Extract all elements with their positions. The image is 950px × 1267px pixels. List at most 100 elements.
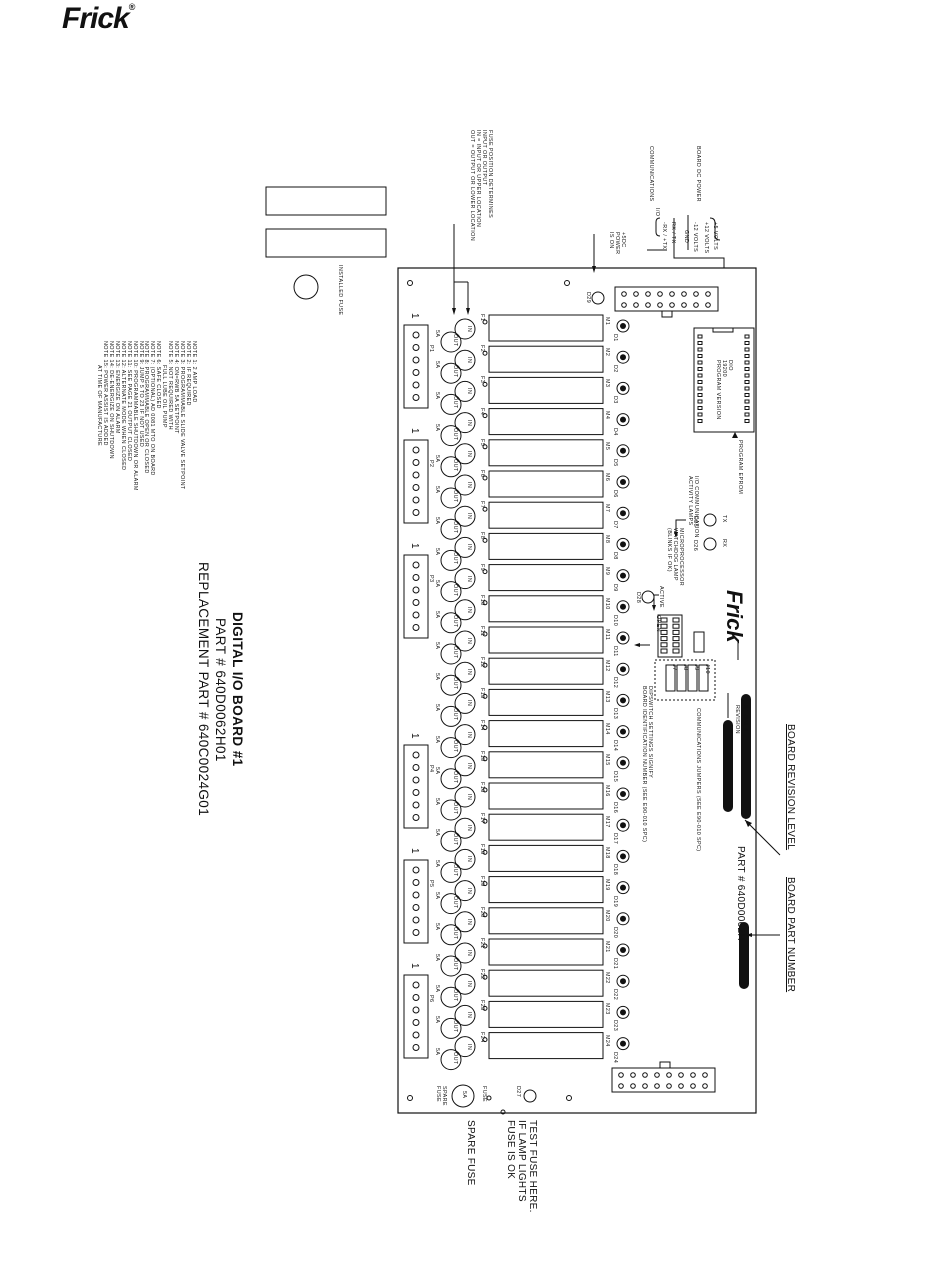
relay-module	[488, 408, 604, 436]
fuse-holder-out	[440, 331, 462, 353]
fuse-test-point	[482, 413, 488, 419]
relay-module	[488, 626, 604, 654]
status-led	[616, 787, 630, 801]
terminal-pin-one: 1	[409, 313, 420, 319]
out-label: OUT	[452, 521, 458, 534]
led-label: D7	[612, 521, 618, 529]
relay-module	[488, 532, 604, 560]
status-led	[616, 1037, 630, 1051]
module-label: M15	[604, 753, 610, 766]
fuse-holder-out	[440, 830, 462, 852]
eprom-pin	[697, 380, 703, 384]
fuse-holder-out	[440, 768, 462, 790]
note-line: NOTE 7: (OPTIONAL) AD 0081 MTO ON BOARD	[149, 341, 156, 476]
fuse-holder-out	[440, 674, 462, 696]
minus12-label: -12 VOLTS	[692, 222, 698, 253]
status-led-core	[620, 791, 626, 797]
eprom-pin	[697, 412, 703, 417]
out-label: OUT	[452, 490, 458, 503]
terminal-screw	[412, 916, 420, 924]
fuse-label: F22	[479, 969, 485, 980]
out-label: OUT	[452, 1051, 458, 1065]
jumper-j7-label: J7	[671, 664, 677, 671]
module-label: M17	[604, 816, 610, 828]
terminal-label: P1	[428, 345, 434, 353]
status-led	[616, 756, 630, 770]
fuse-label: F23	[479, 1000, 485, 1011]
fuse-label: F18	[479, 844, 485, 855]
connector-pin	[633, 291, 639, 297]
amp-label: 5A	[434, 330, 440, 338]
relay-module	[488, 314, 604, 342]
connector-pin	[666, 1072, 672, 1078]
power-on-label: +5DC POWER IS ON	[608, 232, 626, 255]
d29-label: D29	[585, 292, 591, 304]
spare-fuse-amp: 5A	[461, 1091, 467, 1099]
rx-tx-plus-label: -RX / +TX	[661, 222, 667, 250]
led-label: D4	[612, 427, 618, 436]
status-led-core	[620, 385, 626, 392]
connector-pin	[669, 291, 675, 297]
terminal-pin-one: 1	[409, 428, 420, 434]
out-label: OUT	[452, 365, 458, 378]
module-label: M8	[604, 535, 610, 544]
module-label: M5	[604, 441, 610, 451]
led-label: D6	[612, 490, 618, 498]
connector-pin	[678, 1072, 684, 1078]
revision-label: REVISION	[734, 705, 740, 734]
fuse-label: F15	[479, 750, 485, 762]
led-label: D24	[612, 1051, 618, 1063]
terminal-pin-one: 1	[409, 733, 420, 739]
jumper-j8-label: J8	[682, 664, 688, 671]
connector-pin	[702, 1083, 708, 1089]
terminal-block	[403, 324, 429, 409]
led-label: D11	[612, 646, 618, 657]
terminal-label: P3	[428, 575, 434, 583]
status-led-core	[620, 447, 626, 454]
fuse-label: FUSE	[481, 1086, 487, 1102]
installed-fuse-label: INSTALLED FUSE	[337, 265, 343, 316]
dip-switch-element	[660, 636, 668, 642]
module-label: M20	[604, 909, 610, 922]
amp-label: 5A	[434, 985, 440, 993]
serial-bar	[741, 694, 751, 819]
fuse-label: F24	[479, 1031, 485, 1043]
out-label: OUT	[452, 334, 458, 347]
led-label: D19	[612, 895, 618, 907]
spare-fuse-note: SPARE FUSE	[465, 1120, 476, 1186]
relay-module	[488, 876, 604, 904]
led-label: D18	[612, 864, 618, 876]
part-number-bar	[739, 922, 749, 989]
terminal-screw	[412, 1031, 420, 1039]
connector-pin	[645, 302, 651, 308]
fuse-holder-out	[440, 425, 462, 447]
connector-pin	[645, 291, 651, 297]
terminal-pin-one: 1	[409, 848, 420, 854]
led-label: D15	[612, 770, 618, 782]
out-label: OUT	[452, 458, 458, 472]
terminal-block	[403, 554, 429, 639]
jumper-j9-label: J9	[693, 664, 699, 671]
status-led	[616, 725, 630, 739]
relay-module	[488, 470, 604, 498]
dip-switch-element	[672, 636, 680, 642]
terminal-screw	[412, 801, 420, 809]
terminal-pin-one: 1	[409, 963, 420, 969]
led-label: D16	[612, 802, 618, 814]
fuse-test-point	[482, 974, 488, 980]
fuse-label: F20	[479, 906, 485, 918]
fuse-test-point	[482, 381, 488, 387]
led-label: D8	[612, 552, 618, 561]
status-led	[616, 319, 630, 333]
amp-label: 5A	[434, 642, 440, 650]
status-led-core	[620, 947, 626, 953]
terminal-screw	[412, 344, 420, 351]
terminal-label: P6	[428, 995, 434, 1003]
amp-label: 5A	[434, 1047, 440, 1055]
fuse-test-point	[482, 537, 488, 543]
terminal-screw	[412, 981, 420, 989]
fuse-holder-in	[454, 630, 476, 652]
fuse-test-point	[482, 631, 488, 637]
fuse-holder-out	[440, 924, 462, 946]
